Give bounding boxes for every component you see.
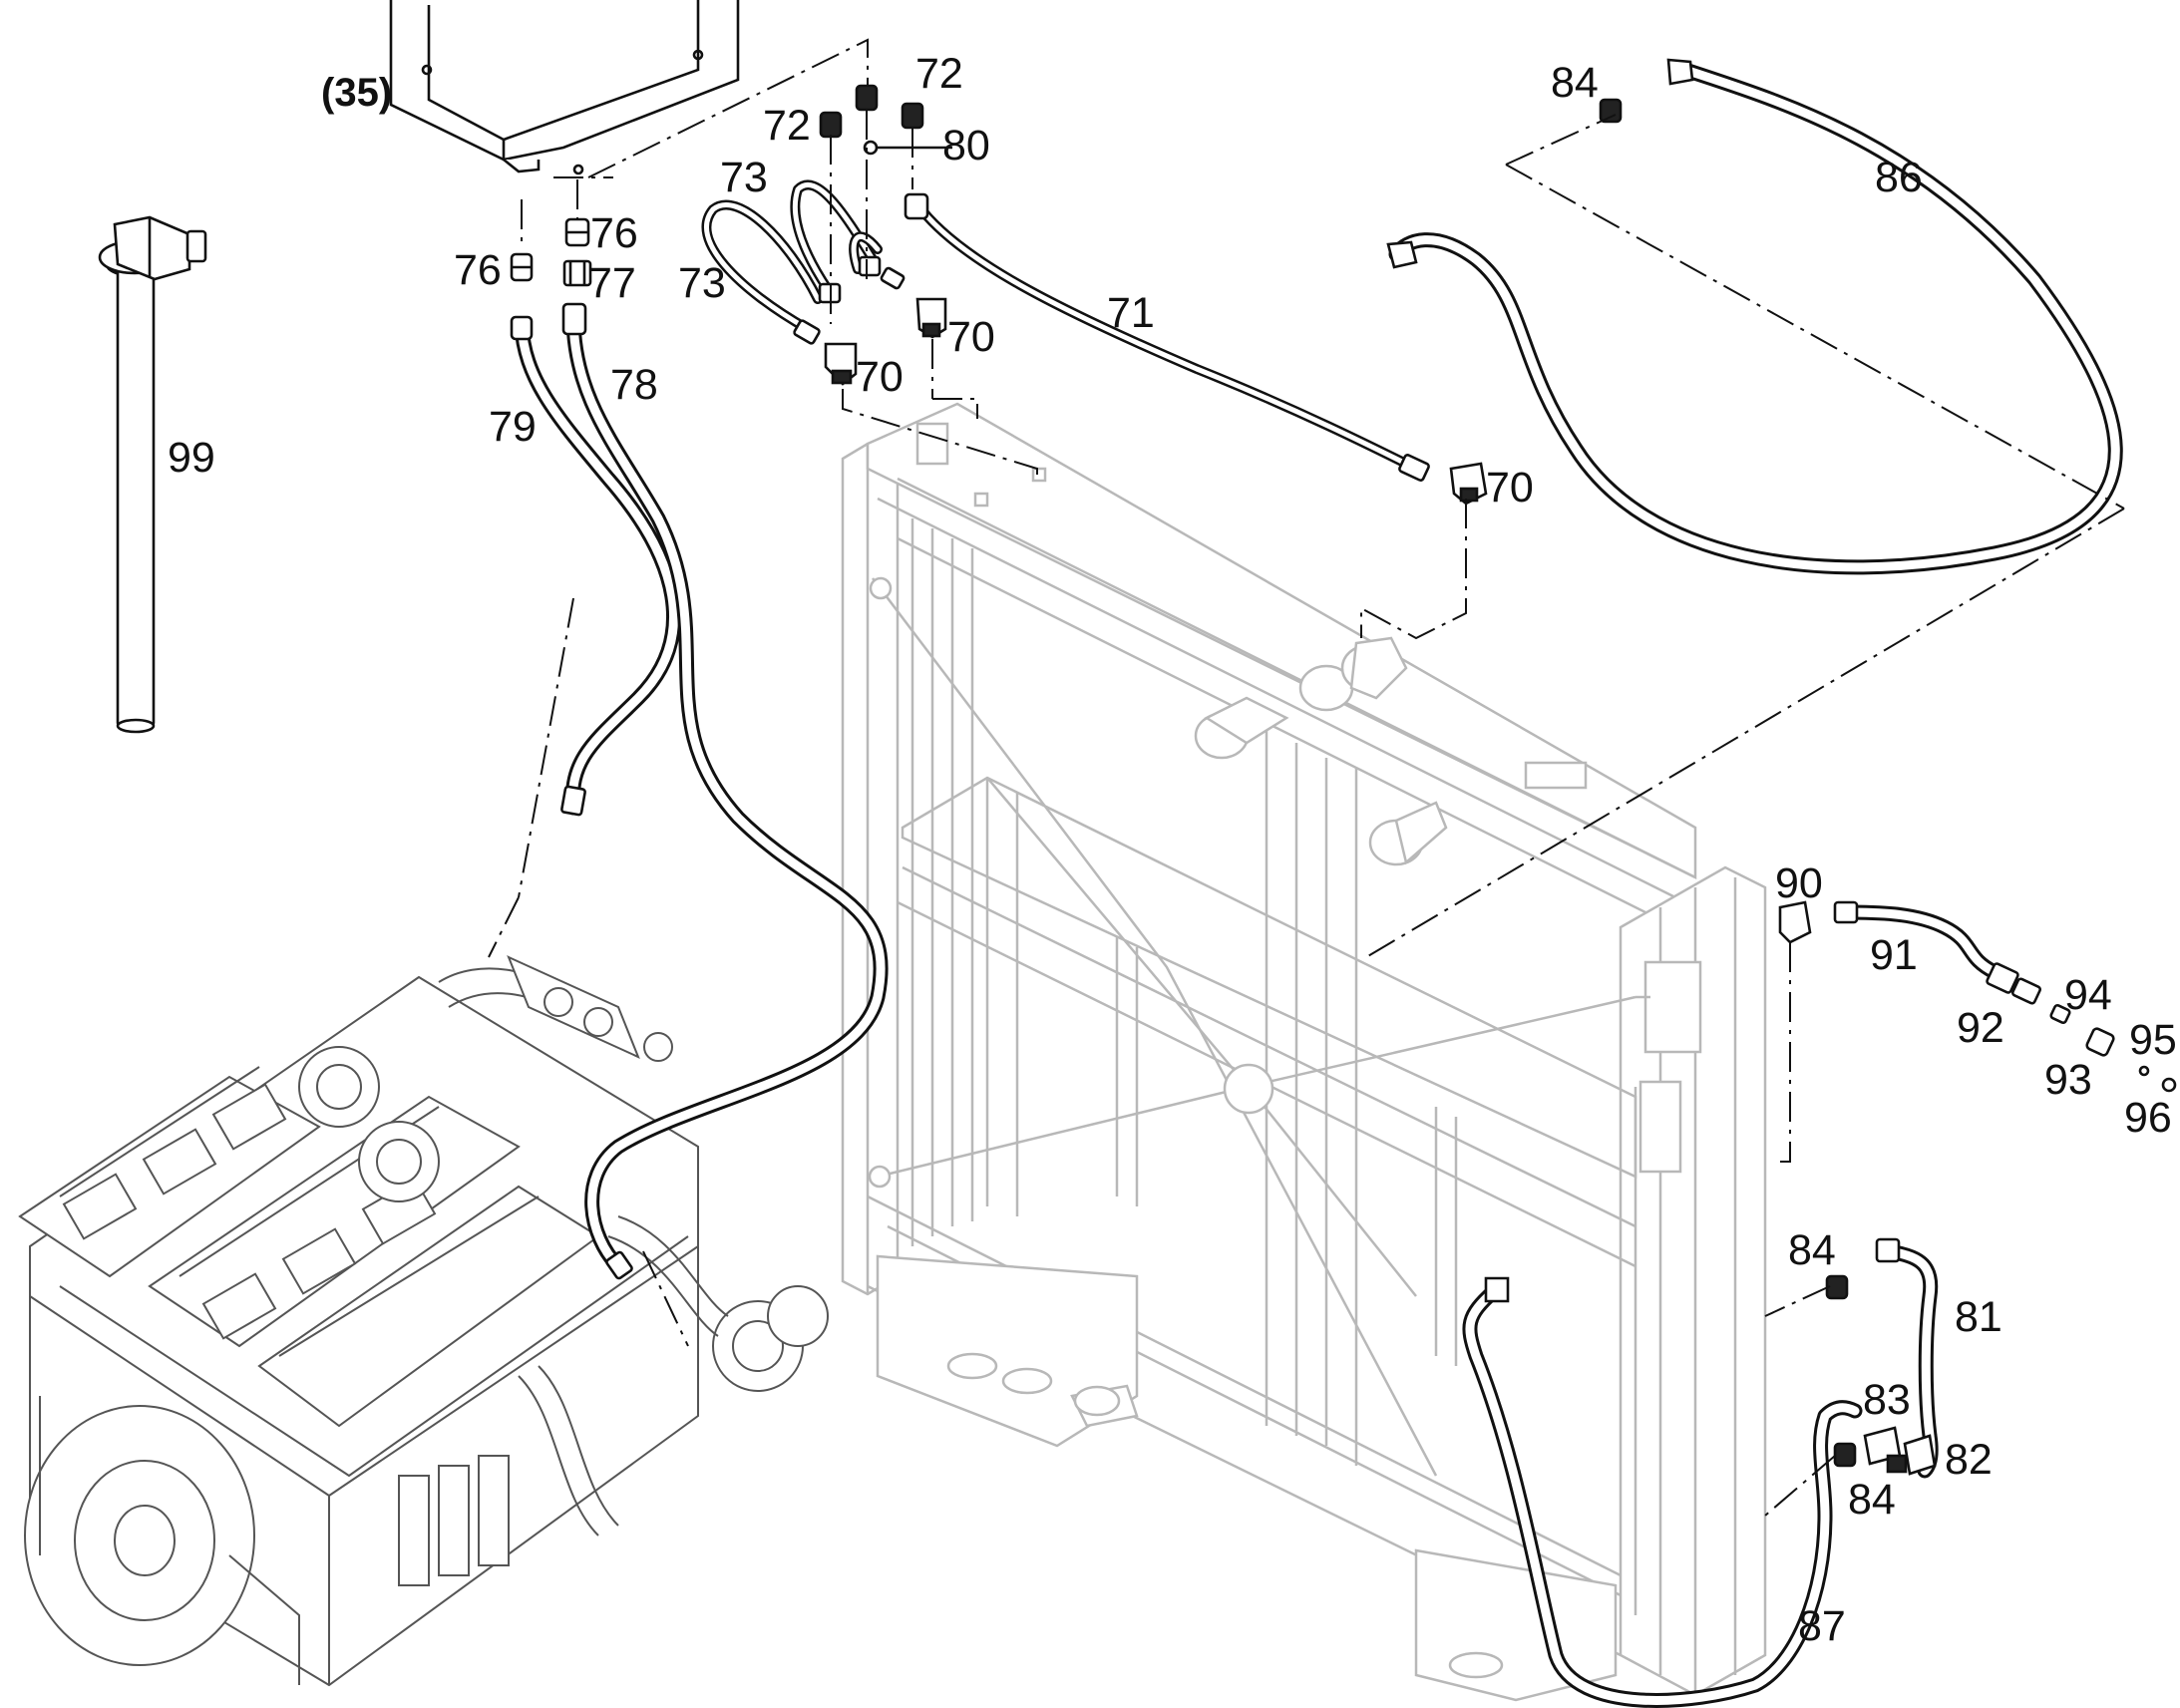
callout-70: 70 (947, 313, 995, 361)
fitting-72-c (901, 102, 924, 130)
callout-72: 72 (915, 50, 963, 98)
callout-72: 72 (763, 102, 811, 150)
callout-76: 76 (590, 209, 638, 257)
reference-label-35: (35) (321, 71, 392, 115)
callout-82: 82 (1945, 1436, 1993, 1484)
fitting-73d (880, 266, 906, 290)
fitting-73c (858, 255, 882, 277)
callout-90: 90 (1775, 859, 1823, 907)
fitting-72-a (819, 111, 843, 139)
callout-91: 91 (1870, 931, 1918, 979)
fitting-96 (2161, 1077, 2177, 1093)
callout-99: 99 (168, 434, 215, 482)
fitting-94 (2049, 1003, 2071, 1025)
fitting-92 (1986, 962, 2041, 1005)
callout-87: 87 (1798, 1602, 1846, 1650)
callout-84: 84 (1848, 1476, 1896, 1524)
callout-70: 70 (856, 353, 904, 401)
callout-84: 84 (1788, 1226, 1836, 1274)
callout-86: 86 (1875, 154, 1923, 201)
callout-83: 83 (1863, 1376, 1911, 1424)
hose-73-inner (790, 179, 883, 294)
engine-assembly (18, 955, 829, 1687)
callout-80: 80 (942, 122, 990, 170)
callout-73: 73 (720, 154, 768, 201)
fitting-73a (793, 319, 821, 345)
hose-78 (561, 302, 889, 1280)
fitting-72-b (855, 84, 879, 112)
level-probe-99 (98, 215, 207, 734)
tank-outline (389, 0, 869, 178)
callout-76: 76 (454, 246, 502, 294)
fitting-76-right (564, 217, 590, 247)
callout-96: 96 (2124, 1094, 2172, 1142)
hose-79 (510, 315, 682, 817)
callout-70: 70 (1486, 464, 1534, 512)
fitting-80 (863, 140, 952, 156)
radiator-assembly (841, 402, 1767, 1702)
fitting-82-83 (1863, 1426, 1937, 1476)
callout-81: 81 (1955, 1293, 2002, 1341)
fitting-93 (2085, 1027, 2115, 1057)
elbow-70-mid (915, 297, 947, 339)
hose-91 (1833, 900, 2002, 980)
callout-93: 93 (2044, 1056, 2092, 1104)
elbow-70-right (1449, 462, 1488, 506)
callout-95: 95 (2129, 1016, 2177, 1064)
fitting-77 (562, 259, 592, 287)
callout-labels: 72 72 80 73 73 71 70 70 70 76 76 77 78 7… (168, 50, 2177, 1650)
hose-87 (1462, 1276, 1863, 1708)
elbow-70-left (824, 342, 858, 386)
fitting-76-left (510, 252, 534, 282)
leader-lines (488, 110, 2125, 1517)
callout-84: 84 (1551, 59, 1599, 107)
hose-73-outer (701, 199, 823, 334)
elbow-90 (1778, 900, 1812, 944)
callout-92: 92 (1957, 1004, 2004, 1052)
callout-71: 71 (1107, 289, 1155, 337)
callout-78: 78 (610, 361, 658, 409)
callout-73: 73 (678, 259, 726, 307)
fitting-84-low (1833, 1442, 1857, 1468)
callout-77: 77 (588, 259, 636, 307)
hose-71 (904, 192, 1430, 482)
callout-79: 79 (489, 403, 537, 451)
fitting-84-top (1599, 98, 1623, 124)
fitting-95 (2138, 1065, 2150, 1077)
callout-94: 94 (2064, 971, 2112, 1019)
hose-86 (1386, 58, 2123, 575)
